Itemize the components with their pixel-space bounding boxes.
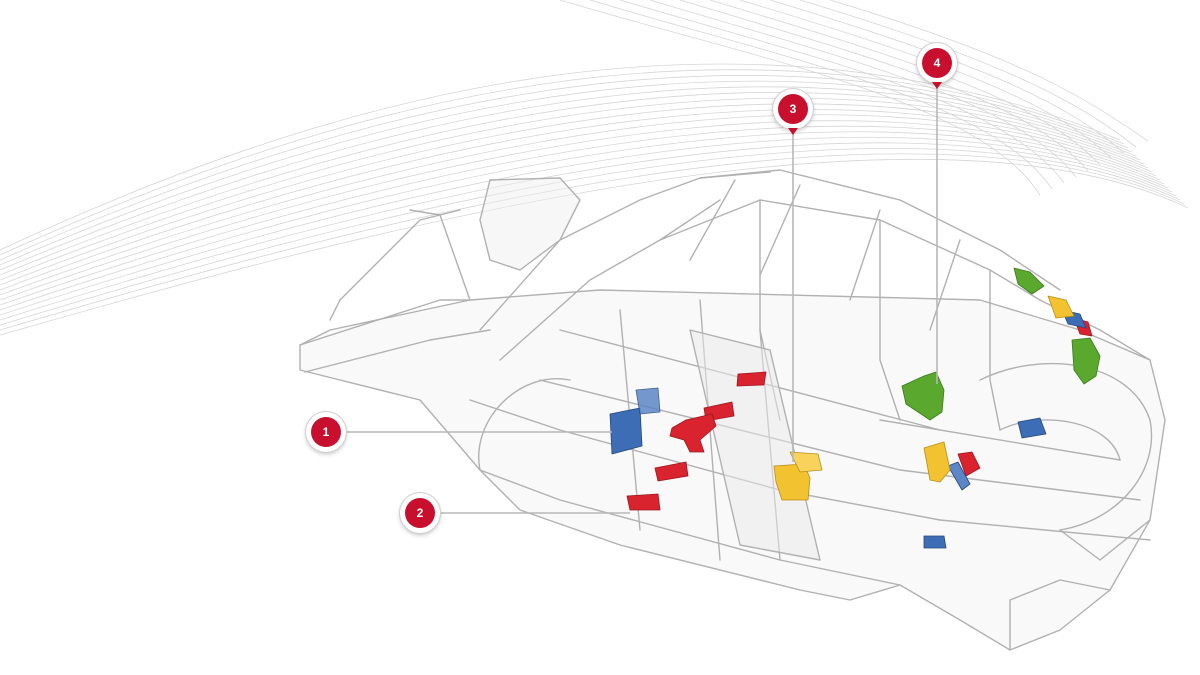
blue-part: [947, 461, 971, 491]
yellow-part: [1047, 295, 1075, 319]
callout-label-1: 1: [311, 417, 341, 447]
callout-marker-3[interactable]: 3: [773, 89, 813, 129]
yellow-part: [789, 451, 823, 473]
callout-label-3: 3: [778, 94, 808, 124]
red-part: [669, 413, 717, 453]
red-part: [957, 451, 981, 477]
blue-part: [609, 407, 643, 455]
green-part: [901, 371, 945, 421]
callout-marker-1[interactable]: 1: [306, 412, 346, 452]
callout-marker-2[interactable]: 2: [400, 493, 440, 533]
red-part: [736, 371, 767, 387]
callout-label-2: 2: [405, 498, 435, 528]
callout-marker-4[interactable]: 4: [917, 43, 957, 83]
blue-part: [1017, 417, 1047, 439]
pin-tip-icon: [932, 82, 942, 89]
red-part: [626, 493, 661, 511]
blue-part: [923, 535, 947, 549]
callout-label-4: 4: [922, 48, 952, 78]
yellow-part: [923, 441, 951, 483]
green-part: [1071, 337, 1101, 385]
red-part: [654, 461, 689, 482]
pin-tip-icon: [788, 128, 798, 135]
blue-part: [635, 387, 661, 415]
green-part: [1013, 267, 1045, 295]
